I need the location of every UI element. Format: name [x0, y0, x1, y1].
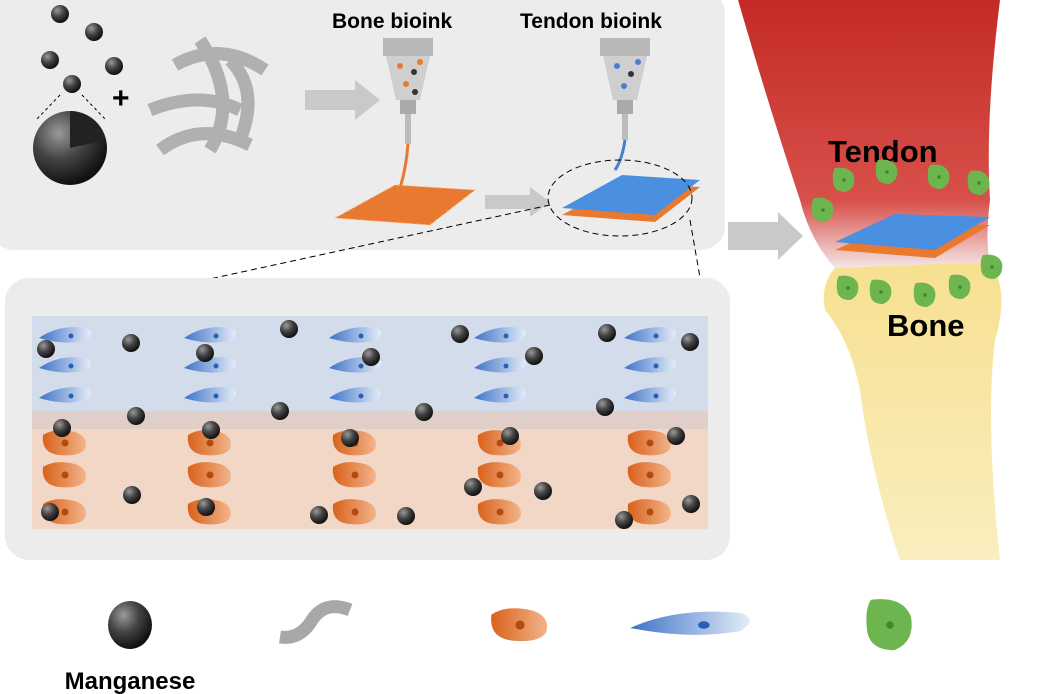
macrophage-cell-icon	[866, 599, 912, 651]
manganese-particle	[41, 503, 59, 521]
manganese-particle	[501, 427, 519, 445]
manganese-particle	[196, 344, 214, 362]
macrophage	[980, 254, 1003, 279]
manganese-particle	[37, 340, 55, 358]
manganese-particle	[534, 482, 552, 500]
arrow-icon	[728, 212, 803, 260]
manganese-particle	[525, 347, 543, 365]
manganese-particle	[615, 511, 633, 529]
manganese-particle	[397, 507, 415, 525]
manganese-particle	[451, 325, 469, 343]
manganese-particle	[53, 419, 71, 437]
manganese-particle	[362, 348, 380, 366]
manganese-particles	[33, 5, 123, 185]
bone-nozzle	[383, 38, 433, 201]
manganese-particle	[415, 403, 433, 421]
arrow-icon	[305, 80, 380, 120]
manganese-particle	[122, 334, 140, 352]
manganese-particle	[667, 427, 685, 445]
manganese-particle	[197, 498, 215, 516]
manganese-sphere-icon	[108, 601, 152, 649]
manganese-particle	[464, 478, 482, 496]
legend: ManganeseGelMA BMSCs TSPCs Macrophages	[65, 599, 968, 694]
tendon-nozzle	[600, 38, 650, 171]
svg-text:Tendon bioink: Tendon bioink	[520, 10, 662, 33]
arrow-icon	[485, 187, 550, 217]
svg-text:Bone bioink: Bone bioink	[332, 10, 452, 33]
manganese-particle	[202, 421, 220, 439]
gelma-network	[147, 36, 269, 156]
fabrication-panel: + Bone bioink Tendon bioink	[0, 0, 725, 250]
manganese-particle	[682, 495, 700, 513]
manganese-particle	[681, 333, 699, 351]
legend-label: Macrophages	[813, 691, 968, 694]
legend-label: GelMA	[280, 691, 356, 694]
gelma-fiber-icon	[279, 600, 353, 644]
tendon-bone-illustration: Tendon Bone	[728, 0, 1003, 560]
manganese-particle	[596, 398, 614, 416]
tspc-cell-icon	[630, 611, 750, 635]
bone-scaffold	[333, 184, 477, 226]
manganese-particle	[271, 402, 289, 420]
manganese-particle	[280, 320, 298, 338]
legend-label: TSPCs	[651, 691, 728, 694]
manganese-particle	[310, 506, 328, 524]
bmsc-cell-icon	[491, 608, 548, 642]
manganese-particle	[341, 429, 359, 447]
manganese-particle	[598, 324, 616, 342]
manganese-particle	[123, 486, 141, 504]
manganese-particle	[127, 407, 145, 425]
svg-text:Bone: Bone	[887, 308, 965, 343]
legend-label: Manganese	[65, 668, 196, 694]
bilayer-detail-panel	[5, 278, 730, 560]
bilayer-scaffold	[547, 159, 700, 237]
svg-text:+: +	[112, 82, 130, 115]
legend-label: BMSCs	[478, 691, 562, 694]
